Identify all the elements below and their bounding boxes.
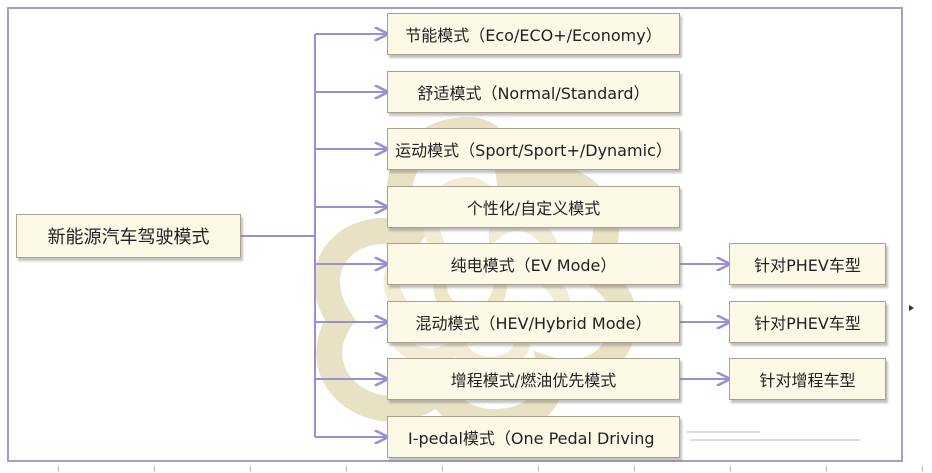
footer-tick [634, 466, 635, 472]
mode-node-i-pedal: I-pedal模式（One Pedal Driving [387, 416, 680, 458]
target-node-range-extender: 针对增程车型 [729, 358, 886, 400]
mode-node-sport: 运动模式（Sport/Sport+/Dynamic） [387, 128, 680, 170]
mode-node-comfort: 舒适模式（Normal/Standard） [387, 71, 680, 113]
footer-tick [922, 466, 923, 472]
footer-tick [538, 466, 539, 472]
footer-tick [442, 466, 443, 472]
footer-tick [826, 466, 827, 472]
footer-tick [154, 466, 155, 472]
mode-node-range-extender: 增程模式/燃油优先模式 [387, 358, 680, 400]
footer-tick [250, 466, 251, 472]
footer-tick-strip [0, 466, 932, 473]
arrow-marker-icon [909, 305, 914, 311]
target-node-phev-hybrid: 针对PHEV车型 [729, 301, 886, 343]
mode-node-ev: 纯电模式（EV Mode） [387, 243, 680, 285]
target-node-phev-ev: 针对PHEV车型 [729, 243, 886, 285]
mode-node-custom: 个性化/自定义模式 [387, 186, 680, 228]
mode-node-hybrid: 混动模式（HEV/Hybrid Mode） [387, 301, 680, 343]
mode-node-eco: 节能模式（Eco/ECO+/Economy） [387, 13, 680, 55]
root-node: 新能源汽车驾驶模式 [16, 214, 241, 258]
diagram-frame [7, 7, 903, 462]
footer-tick [346, 466, 347, 472]
footer-tick [730, 466, 731, 472]
footer-tick [58, 466, 59, 472]
